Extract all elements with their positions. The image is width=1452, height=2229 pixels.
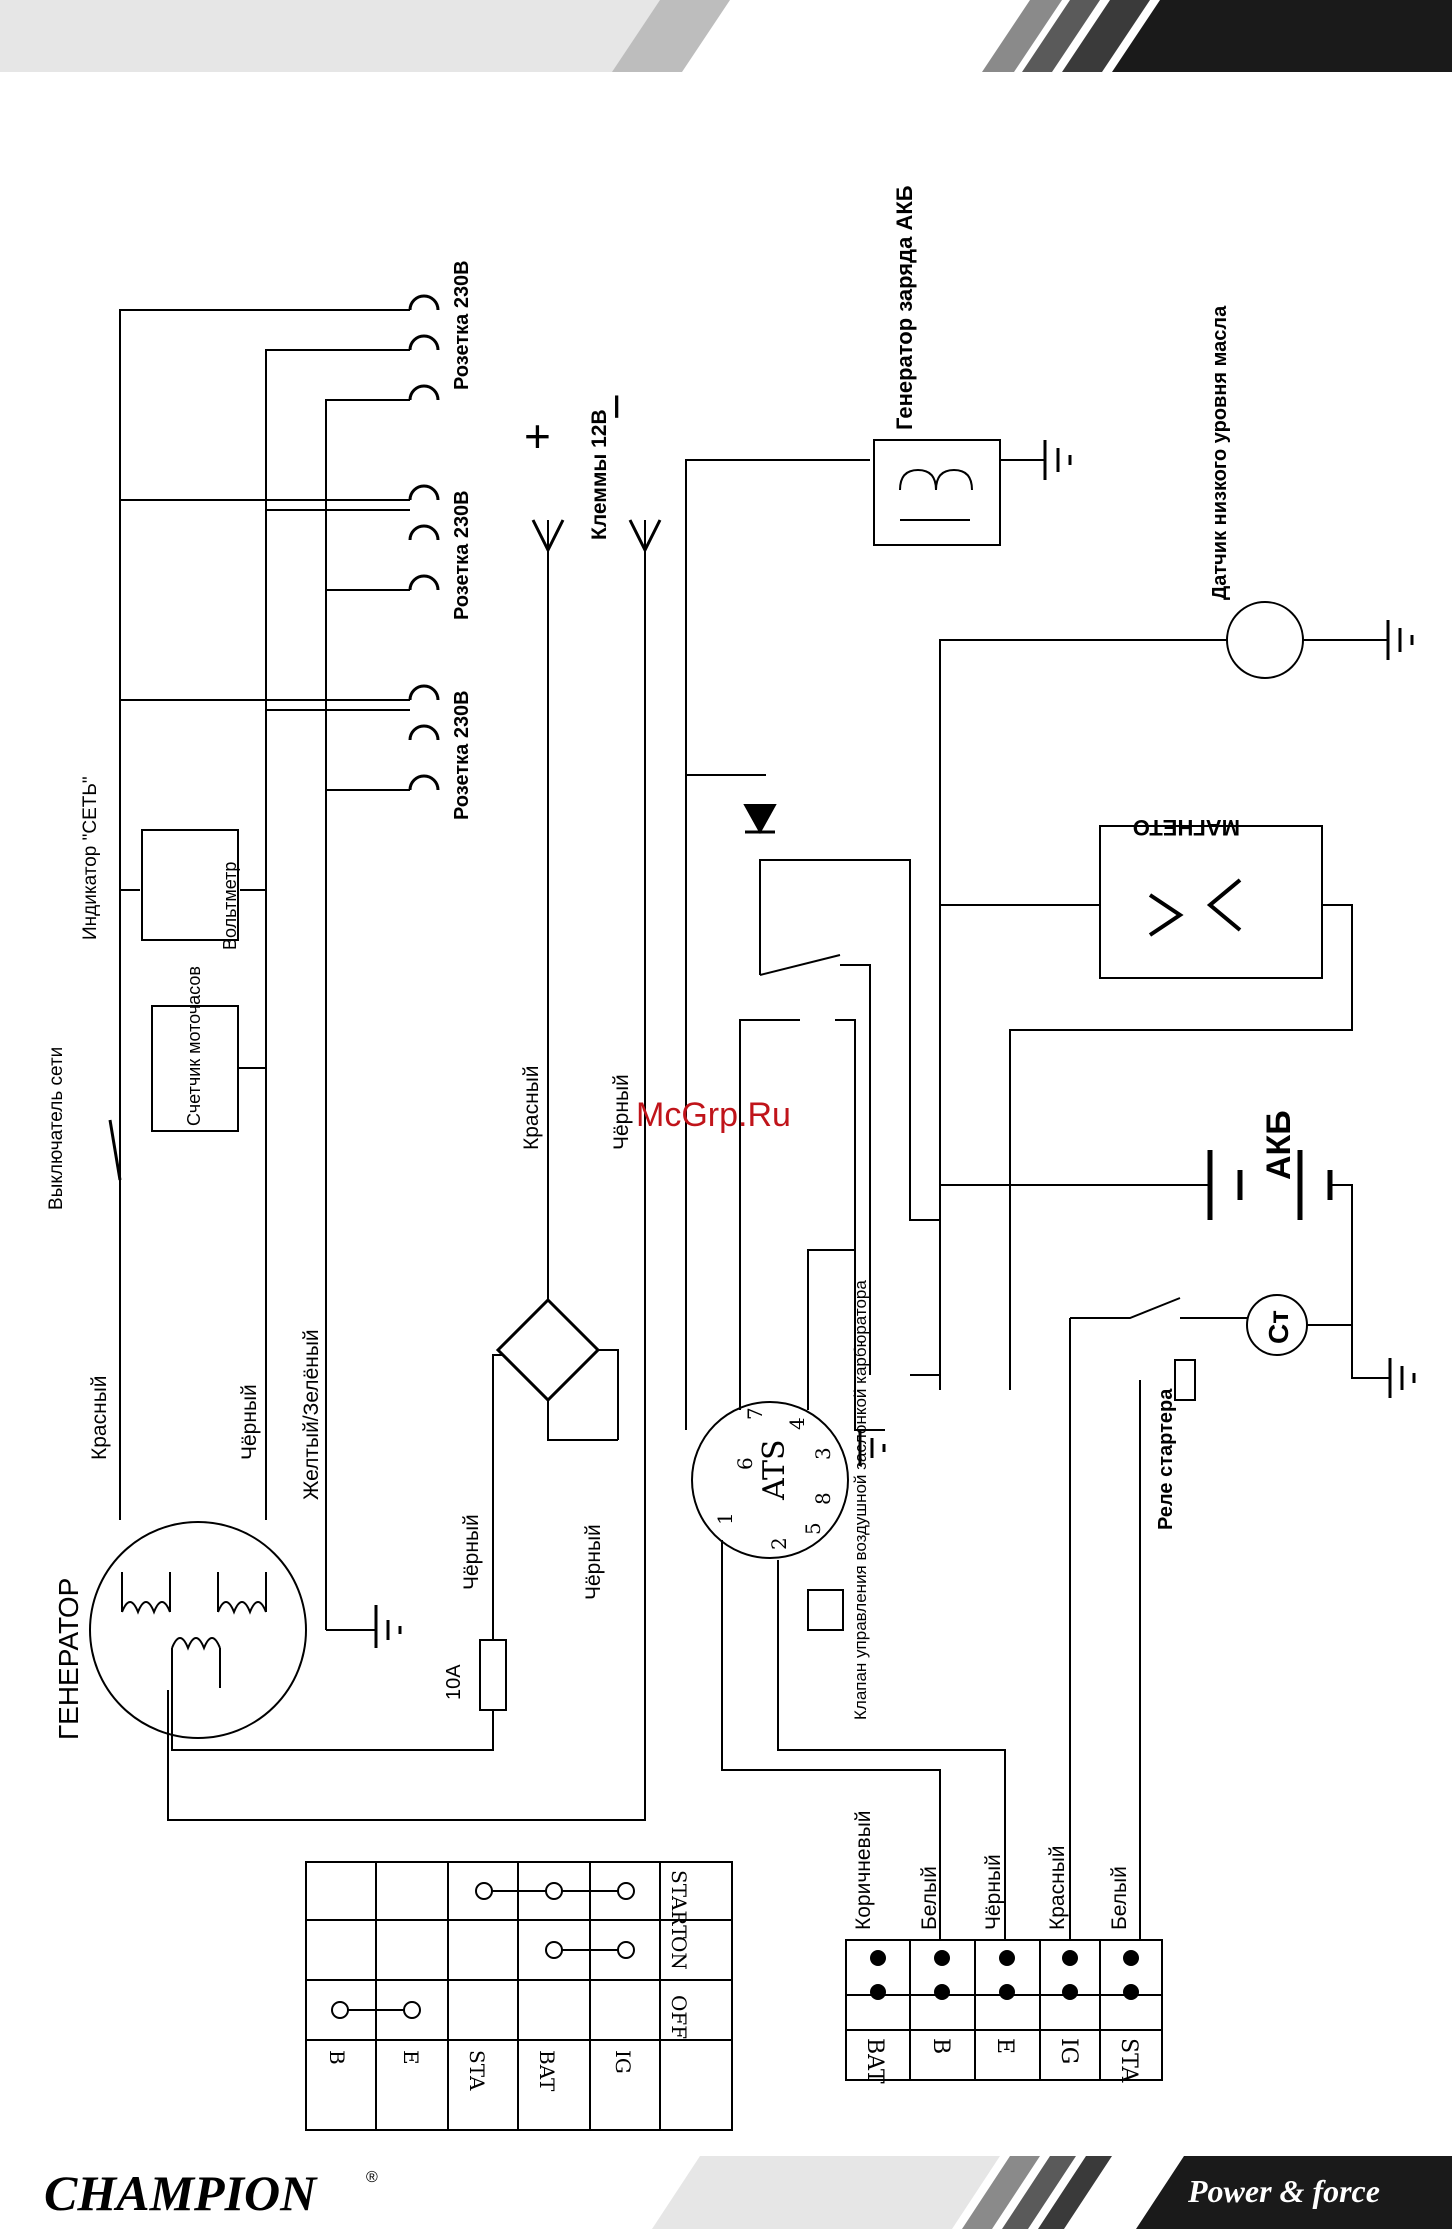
switch-terminal: BAT: [535, 2050, 559, 2092]
label-hour-meter: Счетчик моточасов: [184, 966, 204, 1126]
label-starter: Ст: [1263, 1310, 1294, 1344]
connector-dots: [870, 1950, 1139, 2000]
connector-wire: Красный: [1046, 1845, 1069, 1930]
connector-wire: Чёрный: [982, 1854, 1005, 1930]
switch-terminal: E: [399, 2050, 423, 2065]
rectifier-bridge: [495, 1297, 601, 1403]
label-indicator: Индикатор "СЕТЬ": [80, 776, 101, 940]
switch-position: ON: [667, 1936, 691, 1970]
ats-pins: 1 6 7 4 3 8 5 2: [713, 1407, 835, 1550]
footer-band: [0, 2156, 1452, 2229]
label-magneto: МАГНЕТО: [1133, 815, 1240, 840]
label-minus: −: [590, 393, 642, 420]
ats-module: [691, 1401, 849, 1559]
label-fuse: 10А: [443, 1664, 465, 1700]
wire-black-2: Чёрный: [610, 1074, 633, 1150]
ats-pin: 2: [767, 1537, 791, 1550]
label-socket-3: Розетка 230В: [451, 690, 473, 820]
label-charge-generator: Генератор заряда АКБ: [892, 185, 917, 430]
connector-pin: IG: [1056, 2038, 1081, 2064]
ats-pin: 1: [713, 1512, 737, 1525]
ats-pin: 4: [785, 1417, 809, 1430]
battery: [940, 1150, 1353, 1375]
socket-group-3: [408, 684, 440, 791]
wire-black-fuse: Чёрный: [460, 1514, 483, 1590]
label-oil-sensor: Датчик низкого уровня масла: [1209, 305, 1231, 600]
connector-wire: Коричневый: [852, 1810, 875, 1930]
wire-black-bridge: Чёрный: [582, 1524, 605, 1600]
generator-circle: [89, 1521, 307, 1739]
switch-terminal: IG: [611, 2050, 635, 2074]
label-socket-1: Розетка 230В: [451, 260, 473, 390]
wire-yellow-green: Желтый/Зелёный: [300, 1329, 323, 1500]
starter-relay: [1174, 1359, 1196, 1401]
label-switch: Выключатель сети: [46, 1047, 67, 1210]
connector-wire: Белый: [1108, 1866, 1131, 1930]
socket-group-1: [408, 294, 440, 401]
watermark: McGrp.Ru: [636, 1096, 791, 1134]
socket-group-2: [408, 484, 440, 591]
oil-sensor: [1226, 601, 1304, 679]
connector-pin-labels: BAT B E IG STA: [862, 2038, 1141, 2084]
ats-pin: 7: [743, 1407, 767, 1420]
ats-pin: 3: [811, 1447, 835, 1460]
fuse: [479, 1639, 507, 1711]
switch-terminal: B: [325, 2050, 349, 2065]
connector-pin: STA: [1116, 2038, 1141, 2084]
switch-position: OFF: [667, 1995, 691, 2039]
connector-wire: Белый: [918, 1866, 941, 1930]
connector-wire-labels: Коричневый Белый Чёрный Красный Белый: [852, 1810, 1131, 1930]
wire-black-1: Чёрный: [238, 1384, 261, 1460]
charge-generator-box: [873, 439, 1001, 546]
label-generator: ГЕНЕРАТОР: [53, 1578, 84, 1740]
ats-pin: 5: [801, 1522, 825, 1535]
connector-pin: E: [992, 2038, 1017, 2054]
wire-red-2: Красный: [520, 1065, 543, 1150]
footer-brand: CHAMPION: [44, 2165, 318, 2221]
ground-symbols: [374, 440, 1416, 1648]
diode: [743, 804, 777, 835]
hour-meter-box: [151, 1005, 239, 1132]
ats-pin: 6: [733, 1457, 757, 1470]
label-socket-2: Розетка 230В: [451, 490, 473, 620]
label-battery: АКБ: [1260, 1110, 1298, 1180]
label-voltmeter: Вольтметр: [220, 862, 240, 950]
switch-terminal: STA: [465, 2050, 489, 2091]
connector-pin: B: [928, 2038, 953, 2054]
header-band: [0, 0, 1452, 72]
ats-pin: 8: [811, 1492, 835, 1505]
connector-pin: BAT: [862, 2038, 887, 2084]
switch-position: START: [667, 1870, 691, 1939]
footer-slogan: Power & force: [1187, 2173, 1380, 2209]
label-starter-relay: Реле стартера: [1155, 1388, 1177, 1530]
label-plus: +: [524, 410, 551, 462]
wire-red-1: Красный: [88, 1375, 111, 1460]
label-choke-valve: Клапан управления воздушной заслонкой ка…: [851, 1280, 870, 1720]
footer-registered: ®: [366, 2169, 378, 2186]
label-ats: ATS: [757, 1439, 792, 1501]
switch-table-contacts: [331, 1882, 635, 2019]
switch-table-labels: START ON OFF B E STA BAT IG: [325, 1870, 691, 2092]
label-terminals: Клеммы 12В: [588, 409, 611, 540]
